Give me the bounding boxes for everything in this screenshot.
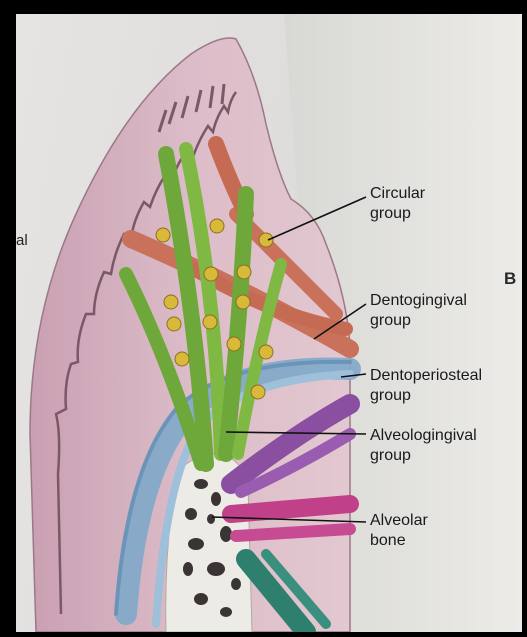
label-dentoperiosteal-line2: group bbox=[370, 386, 482, 406]
label-dentogingival-line2: group bbox=[370, 311, 467, 331]
label-dentogingival-line1: Dentogingival bbox=[370, 291, 467, 311]
label-alveologingival-group: Alveologingival group bbox=[370, 426, 477, 466]
label-alveologingival-line1: Alveologingival bbox=[370, 426, 477, 446]
label-alveologingival-line2: group bbox=[370, 446, 477, 466]
label-alveolar-bone-line2: bone bbox=[370, 531, 428, 551]
left-text-fragment: al bbox=[16, 232, 28, 249]
label-alveolar-bone: Alveolar bone bbox=[370, 511, 428, 551]
label-alveolar-bone-line1: Alveolar bbox=[370, 511, 428, 531]
figure-panel-letter: B bbox=[504, 269, 516, 289]
label-dentoperiosteal-group: Dentoperiosteal group bbox=[370, 366, 482, 406]
label-circular-line1: Circular bbox=[370, 184, 425, 204]
label-circular-group: Circular group bbox=[370, 184, 425, 224]
book-page: al B Circular group Dentogingival group … bbox=[16, 14, 522, 632]
label-dentoperiosteal-line1: Dentoperiosteal bbox=[370, 366, 482, 386]
label-dentogingival-group: Dentogingival group bbox=[370, 291, 467, 331]
label-circular-line2: group bbox=[370, 204, 425, 224]
